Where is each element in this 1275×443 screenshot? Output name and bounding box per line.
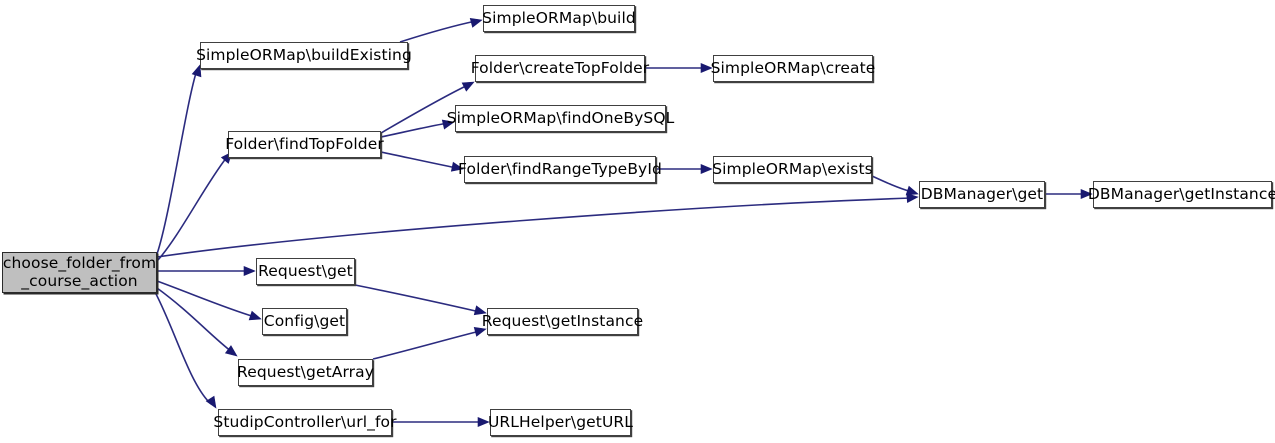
node-createTopFolder[interactable]: Folder\createTopFolder (471, 55, 649, 82)
edge-findTopFolder-to-createTopFolder (380, 84, 469, 134)
node-label: Request\get (258, 261, 353, 280)
node-findRangeTypeById[interactable]: Folder\findRangeTypeById (458, 156, 662, 183)
edge-findTopFolder-to-findRangeTypeById (380, 151, 458, 169)
node-label: SimpleORMap\buildExisting (196, 45, 412, 64)
node-exists[interactable]: SimpleORMap\exists (712, 156, 873, 183)
arrowhead-root-to-configGet (248, 310, 262, 321)
node-label: SimpleORMap\build (482, 8, 636, 27)
edge-root-to-buildExisting (156, 72, 197, 255)
edge-requestGet-to-requestGetInstance (354, 284, 481, 313)
arrowhead-urlFor-to-getURL (477, 416, 490, 428)
node-urlFor[interactable]: StudipController\url_for (213, 409, 396, 436)
node-label: DBManager\getInstance (1087, 184, 1275, 203)
arrowhead-exists-to-dbget (905, 185, 919, 196)
arrowhead-dbget-to-dbgetInstance (1080, 188, 1093, 200)
edge-findTopFolder-to-findOneBySQL (380, 122, 449, 138)
arrowhead-findTopFolder-to-findRangeTypeById (450, 161, 464, 172)
node-getURL[interactable]: URLHelper\getURL (487, 409, 634, 436)
node-label: Folder\findTopFolder (225, 134, 384, 153)
node-buildExisting[interactable]: SimpleORMap\buildExisting (196, 42, 412, 69)
node-requestGetArray[interactable]: Request\getArray (237, 359, 374, 386)
node-label: DBManager\get (920, 184, 1044, 203)
node-label: SimpleORMap\exists (712, 159, 873, 178)
arrowhead-findTopFolder-to-createTopFolder (461, 81, 475, 92)
arrowhead-buildExisting-to-build (469, 18, 483, 28)
arrowhead-createTopFolder-to-create (700, 62, 713, 74)
arrowhead-findRangeTypeById-to-exists (700, 163, 713, 175)
edge-root-to-configGet (156, 280, 256, 318)
node-label: Folder\findRangeTypeById (458, 159, 662, 178)
node-label: StudipController\url_for (213, 412, 397, 431)
arrowhead-root-to-requestGetArray (224, 345, 238, 357)
arrowhead-root-to-requestGet (243, 265, 256, 277)
arrowhead-root-to-buildExisting (191, 64, 202, 78)
edge-exists-to-dbget (871, 175, 913, 193)
node-dbgetInstance[interactable]: DBManager\getInstance (1088, 181, 1275, 208)
node-label: Request\getArray (237, 362, 374, 381)
node-label: SimpleORMap\findOneBySQL (446, 108, 675, 127)
node-label: choose_folder_from _course_action (2, 254, 157, 290)
node-configGet[interactable]: Config\get (262, 308, 347, 335)
node-label: Request\getInstance (481, 311, 644, 330)
node-dbget[interactable]: DBManager\get (919, 181, 1045, 208)
arrowhead-root-to-urlFor (205, 395, 217, 409)
edge-requestGetArray-to-requestGetInstance (372, 330, 481, 360)
node-label: Config\get (263, 311, 346, 330)
arrowhead-findTopFolder-to-findOneBySQL (441, 119, 455, 130)
arrowhead-root-to-dbget (906, 192, 919, 204)
node-requestGet[interactable]: Request\get (256, 258, 355, 285)
node-findTopFolder[interactable]: Folder\findTopFolder (225, 131, 384, 158)
node-label: SimpleORMap\create (710, 58, 876, 77)
node-label: URLHelper\getURL (487, 412, 634, 431)
node-build[interactable]: SimpleORMap\build (482, 5, 636, 32)
node-label: Folder\createTopFolder (470, 58, 650, 77)
node-findOneBySQL[interactable]: SimpleORMap\findOneBySQL (447, 105, 674, 132)
node-requestGetInstance[interactable]: Request\getInstance (482, 308, 643, 335)
node-create[interactable]: SimpleORMap\create (710, 55, 876, 82)
arrowhead-requestGet-to-requestGetInstance (473, 305, 487, 316)
edge-root-to-dbget (156, 197, 913, 258)
edge-root-to-urlFor (154, 291, 212, 405)
edge-buildExisting-to-build (399, 20, 477, 43)
node-root[interactable]: choose_folder_from _course_action (2, 252, 157, 293)
edge-root-to-requestGetArray (156, 287, 233, 353)
edge-root-to-findTopFolder (157, 156, 228, 261)
arrowhead-requestGetArray-to-requestGetInstance (473, 327, 487, 337)
